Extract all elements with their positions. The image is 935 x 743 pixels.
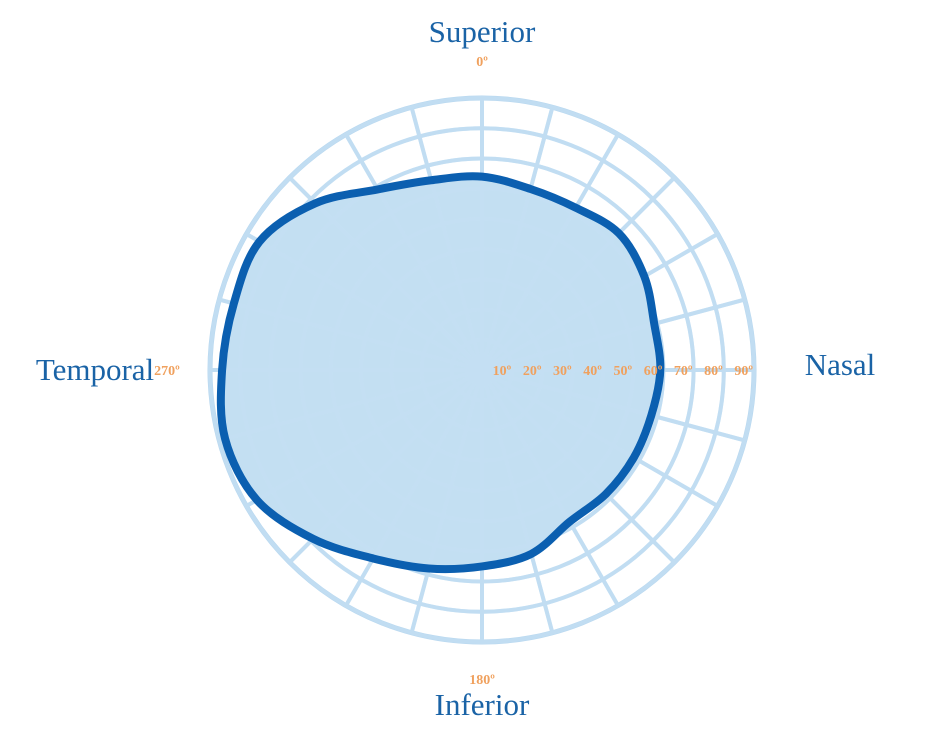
radial-tick-label-30: 30º [553, 364, 572, 379]
field-area [208, 96, 756, 644]
overlay-spoke-60 [480, 232, 719, 372]
overlay-spoke-15 [480, 106, 555, 371]
overlay-spoke-30 [480, 133, 620, 371]
overlay-spoke-240 [245, 368, 483, 508]
overlay-spoke-300 [245, 232, 483, 372]
overlay-spoke-150 [480, 368, 620, 607]
direction-label-superior: Superior [429, 14, 536, 49]
overlay-ring-70 [268, 156, 696, 584]
overlay-spoke-225 [288, 368, 484, 564]
angle-label-0: 0º [476, 55, 488, 70]
radial-tick-label-60: 60º [644, 364, 663, 379]
radial-tick-label-50: 50º [613, 364, 632, 379]
radial-tick-label-80: 80º [704, 364, 723, 379]
overlay-spoke-345 [409, 106, 484, 371]
overlay-spoke-315 [288, 176, 484, 372]
direction-label-nasal: Nasal [805, 347, 876, 382]
overlay-spoke-120 [480, 368, 719, 508]
overlay-ring-50 [328, 216, 636, 524]
overlay-spoke-165 [480, 369, 555, 634]
overlay-ring-10 [449, 337, 515, 403]
direction-label-inferior: Inferior [435, 687, 530, 722]
overlay-spoke-285 [218, 297, 483, 372]
field-area-outline [216, 172, 665, 574]
overlay-ring-30 [389, 277, 575, 463]
field-area-fill [220, 176, 661, 570]
radial-tick-label-10: 10º [493, 364, 512, 379]
angle-labels: 0º 180º 270º [154, 55, 495, 688]
angle-label-180: 180º [469, 673, 495, 688]
direction-label-temporal: Temporal [36, 352, 154, 387]
overlay-ring-40 [359, 247, 605, 493]
overlay-spoke-210 [344, 368, 484, 607]
angle-label-270: 270º [154, 364, 180, 379]
radial-tick-label-70: 70º [674, 364, 693, 379]
overlay-spoke-330 [344, 133, 484, 371]
overlay-spoke-135 [480, 368, 676, 564]
overlay-spoke-195 [409, 369, 484, 634]
overlay-ring-20 [419, 307, 545, 433]
overlay-spoke-105 [481, 368, 746, 443]
radial-tick-label-40: 40º [583, 364, 602, 379]
overlay-spoke-75 [481, 297, 746, 372]
radial-tick-label-90: 90º [734, 364, 753, 379]
overlay-ring-90 [208, 96, 756, 644]
overlay-ring-80 [238, 126, 726, 614]
radial-tick-label-20: 20º [523, 364, 542, 379]
overlay-spoke-45 [480, 176, 676, 372]
overlay-spoke-255 [218, 368, 483, 443]
radial-tick-labels: 10º 20º 30º 40º 50º 60º 70º 80º 90º [493, 364, 754, 379]
